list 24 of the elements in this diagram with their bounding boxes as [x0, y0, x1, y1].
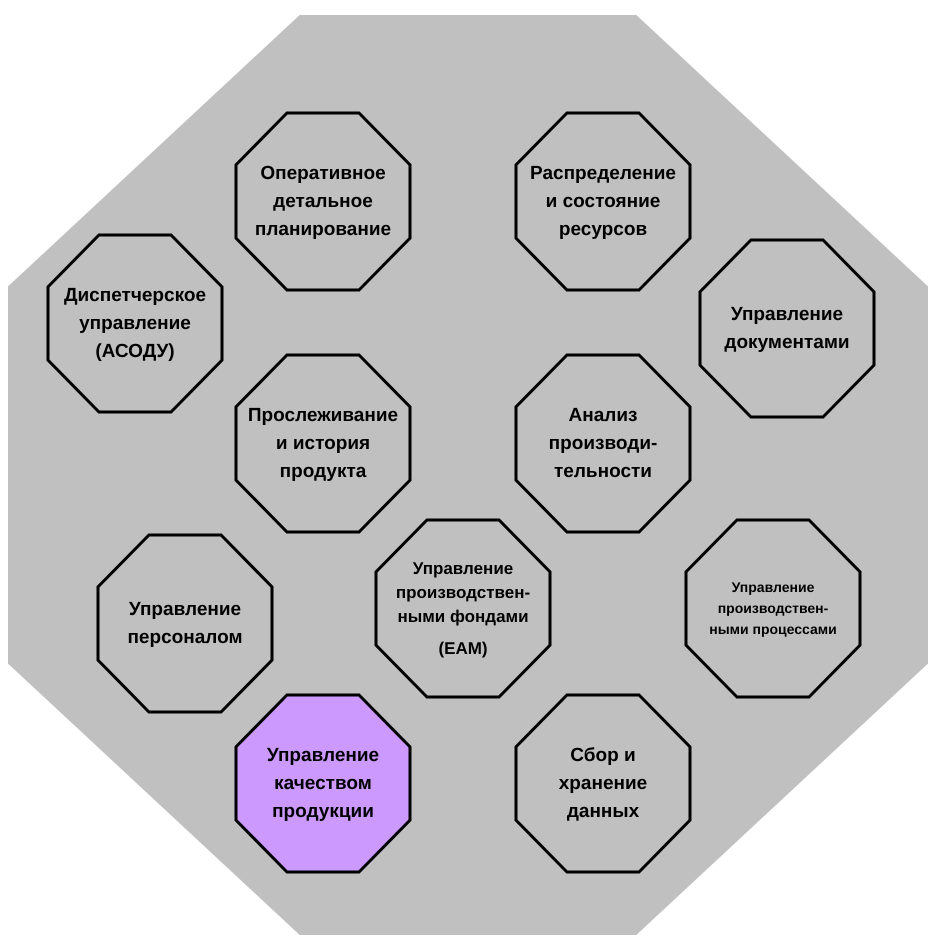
- octagon-node: [516, 113, 690, 290]
- node-label: Распределение и состояние ресурсов: [529, 162, 677, 242]
- octagon-background: [8, 15, 928, 935]
- node-label: Прослеживание и история продукта: [246, 404, 400, 484]
- node-label: Оперативное детальное планирование: [254, 162, 392, 242]
- octagon-node: [236, 355, 410, 532]
- node-label: Управление производствен-ными фондами: [394, 558, 532, 628]
- octagon-node: [516, 355, 690, 532]
- node-label: Управление производствен-ными процессами: [708, 578, 838, 639]
- node-label: Управление качеством продукции: [266, 744, 380, 824]
- octagon-node: [686, 520, 860, 697]
- node-label: Анализ производи-тельности: [548, 404, 658, 484]
- node-label: Сбор и хранение данных: [558, 744, 648, 824]
- octagon-node: [376, 520, 550, 697]
- octagon-node: [98, 535, 272, 712]
- octagon-node: [516, 695, 690, 872]
- node-label: (EAM): [438, 638, 488, 660]
- octagon-node: [236, 113, 410, 290]
- node-label: Управление документами: [723, 302, 851, 354]
- octagon-node: [48, 235, 222, 412]
- octagon-node: [236, 695, 410, 872]
- node-label: Диспетчерское управление (АСОДУ): [62, 284, 208, 364]
- node-label: Управление персоналом: [126, 598, 244, 650]
- octagon-node: [700, 240, 874, 417]
